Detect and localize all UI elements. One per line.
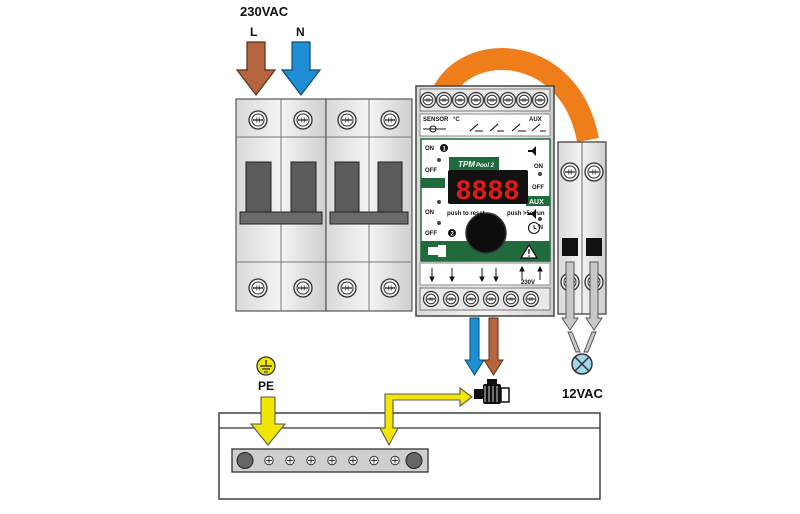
breaker-toggle-1[interactable] xyxy=(245,161,272,215)
degree-label: °C xyxy=(453,117,460,123)
on1-label: ON xyxy=(425,146,434,152)
pe-label: PE xyxy=(258,379,274,393)
tpm-controller: SENSOR °C AUX ON 1 OFF ON OFF 2 ON OFF A… xyxy=(415,85,555,317)
off2-label: OFF xyxy=(425,231,437,237)
sensor-label: SENSOR xyxy=(423,117,449,123)
breaker-left xyxy=(235,98,327,312)
controller-voltage-label: 230V xyxy=(521,280,535,286)
line-arrow xyxy=(235,41,277,96)
lamp-wires xyxy=(561,261,603,353)
display-panel xyxy=(448,170,528,204)
line-label: L xyxy=(250,25,257,39)
lower-arrows xyxy=(429,265,543,283)
relay-icon xyxy=(469,123,546,132)
small-leds xyxy=(437,158,542,225)
on2-label: ON xyxy=(425,210,434,216)
channel1-indicator xyxy=(440,144,448,152)
sensor-cable xyxy=(433,48,599,143)
transformer-module xyxy=(557,141,607,315)
speaker-icon xyxy=(528,146,536,219)
control-knob[interactable] xyxy=(465,212,507,254)
aux-mid-label: AUX xyxy=(529,199,544,206)
right-off-label: OFF xyxy=(532,185,544,191)
sensor-icon xyxy=(423,125,446,133)
earth-icon xyxy=(256,356,276,376)
motor-supply-arrows xyxy=(464,317,504,376)
clock-icon xyxy=(527,221,541,235)
push-run-label: push >5s run xyxy=(507,211,545,217)
brand-label: TPM xyxy=(458,160,475,169)
warning-icon xyxy=(519,243,539,259)
channel2-indicator xyxy=(448,229,456,237)
svg-text:1: 1 xyxy=(443,147,447,153)
svg-text:2: 2 xyxy=(451,232,455,238)
aux-top-label: AUX xyxy=(529,117,542,123)
earth-arrows xyxy=(249,386,473,447)
pump-icon-face xyxy=(428,245,446,257)
breaker-toggle-4[interactable] xyxy=(377,161,403,215)
neutral-label: N xyxy=(296,25,305,39)
off1-label: OFF xyxy=(425,168,437,174)
breaker-right xyxy=(325,98,413,312)
breaker-toggle-3[interactable] xyxy=(334,161,360,215)
neutral-arrow xyxy=(280,41,322,96)
seven-segment-display: 8888 xyxy=(456,175,520,205)
supply-arrows: 230VAC L N xyxy=(235,4,322,96)
model-label: Pool 2 xyxy=(476,163,495,169)
lamp-voltage-label: 12VAC xyxy=(562,386,604,401)
supply-voltage-label: 230VAC xyxy=(240,4,289,19)
right-on1-label: ON xyxy=(534,164,543,170)
lamp-icon xyxy=(571,353,593,375)
pump-motor-icon xyxy=(474,379,510,404)
breaker-toggle-2[interactable] xyxy=(290,161,317,215)
push-reset-label: push to reset xyxy=(447,211,485,217)
